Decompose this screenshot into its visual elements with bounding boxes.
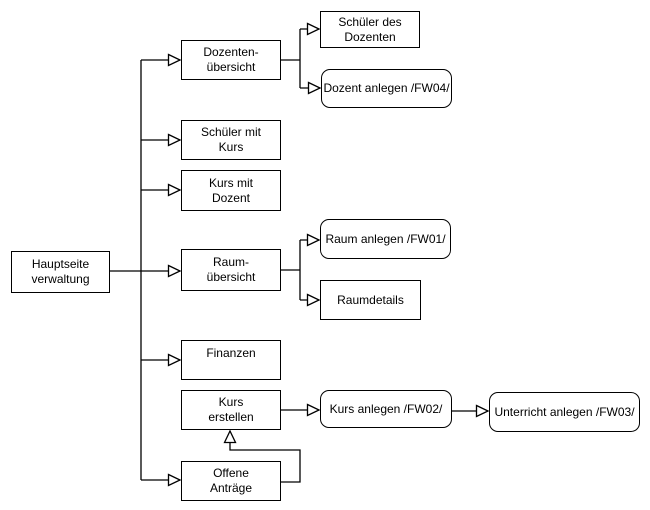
edge-dozenten-split (281, 29, 301, 88)
node-label: Schüler mit Kurs (200, 125, 262, 154)
node-raum-uebersicht[interactable]: Raum- übersicht (181, 249, 281, 291)
node-label: Hauptseite verwaltung (31, 257, 90, 286)
node-dozent-anlegen-fw04[interactable]: Dozent anlegen /FW04/ (321, 69, 452, 108)
node-kurs-anlegen-fw02[interactable]: Kurs anlegen /FW02/ (320, 390, 452, 428)
node-offene-antraege[interactable]: Offene Anträge (181, 461, 281, 501)
node-raum-anlegen-fw01[interactable]: Raum anlegen /FW01/ (320, 219, 451, 259)
node-raumdetails[interactable]: Raumdetails (320, 280, 421, 320)
node-label: Dozent anlegen /FW04/ (323, 81, 450, 95)
node-label: Unterricht anlegen /FW03/ (494, 404, 635, 419)
edge-raum-split (281, 240, 301, 300)
node-unterricht-anlegen-fw03[interactable]: Unterricht anlegen /FW03/ (489, 392, 640, 432)
node-label: Offene Anträge (209, 466, 253, 495)
node-label: Dozenten- übersicht (203, 45, 259, 74)
node-dozenten-uebersicht[interactable]: Dozenten- übersicht (181, 40, 281, 80)
node-finanzen[interactable]: Finanzen (181, 340, 281, 380)
node-label: Finanzen (206, 346, 256, 360)
node-label: Raum anlegen /FW01/ (325, 231, 446, 246)
edge-offene-to-kurs-erstellen (230, 431, 301, 483)
node-label: Kurs mit Dozent (208, 175, 253, 205)
node-label: Kurs anlegen /FW02/ (329, 401, 443, 416)
node-label: Raum- übersicht (206, 255, 256, 284)
node-label: Schüler des Dozenten (338, 14, 402, 44)
node-kurs-erstellen[interactable]: Kurs erstellen (181, 390, 281, 430)
node-label: Kurs erstellen (208, 395, 254, 424)
node-label: Raumdetails (337, 292, 404, 307)
node-hauptseite-verwaltung[interactable]: Hauptseite verwaltung (11, 251, 110, 293)
node-schueler-mit-kurs[interactable]: Schüler mit Kurs (181, 120, 281, 160)
node-kurs-mit-dozent[interactable]: Kurs mit Dozent (181, 170, 281, 211)
node-schueler-des-dozenten[interactable]: Schüler des Dozenten (320, 11, 420, 48)
